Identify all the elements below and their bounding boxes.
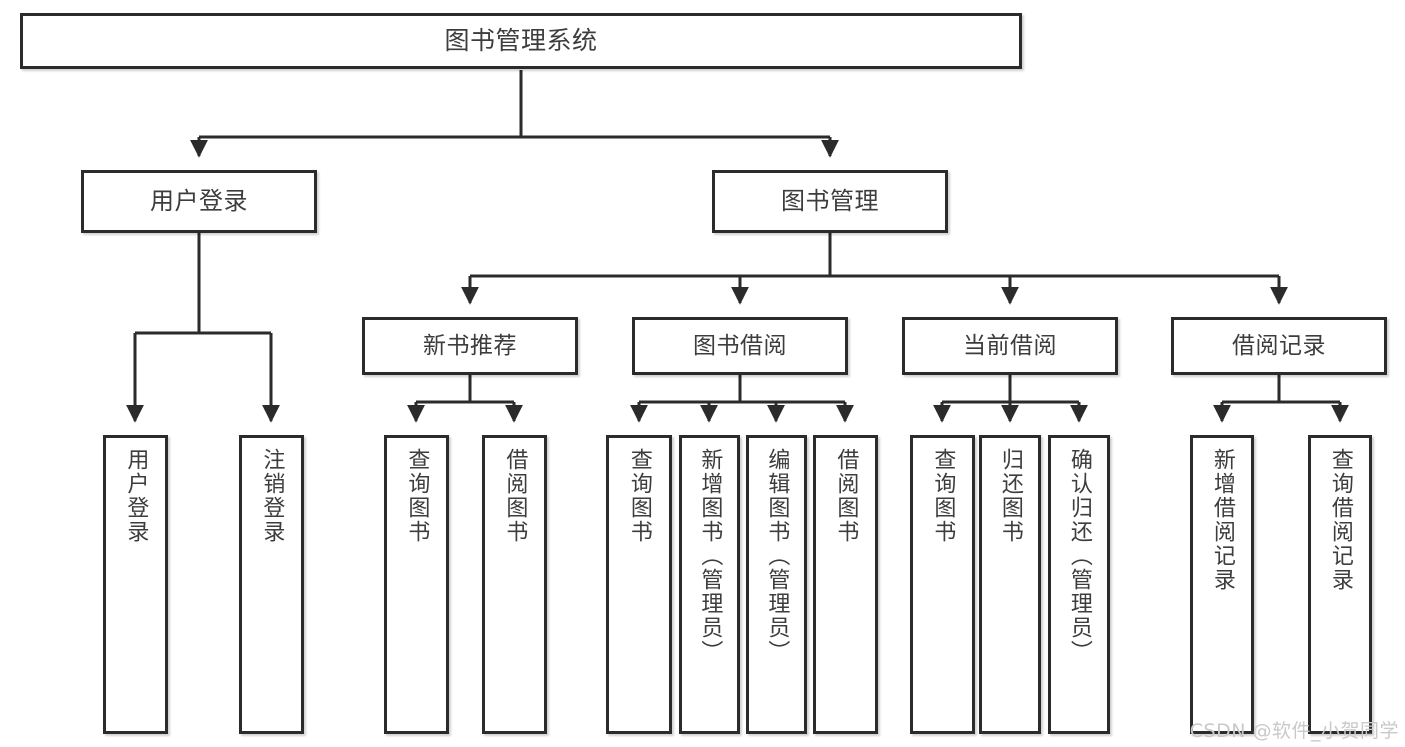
node-label: 借阅图书	[502, 448, 528, 544]
node-label: 图书借阅	[693, 332, 787, 359]
node-book-management[interactable]: 图书管理	[712, 170, 948, 233]
leaf-current-return-book[interactable]: 归还图书	[979, 435, 1041, 734]
node-label: 用户登录	[123, 448, 149, 544]
node-label: 借阅图书	[833, 448, 859, 544]
csdn-watermark: CSDN @软件_小贺同学	[1189, 720, 1399, 742]
node-label: 注销登录	[259, 448, 285, 544]
leaf-current-confirm-return-admin[interactable]: 确认归还（管理员）	[1048, 435, 1110, 734]
leaf-record-add-record[interactable]: 新增借阅记录	[1190, 435, 1254, 734]
leaf-recommend-borrow-book[interactable]: 借阅图书	[482, 435, 547, 734]
node-label: 查询图书	[404, 448, 430, 544]
node-book-borrow[interactable]: 图书借阅	[632, 317, 848, 375]
node-label: 图书管理系统	[444, 25, 598, 55]
node-root-system[interactable]: 图书管理系统	[20, 13, 1022, 69]
node-label: 查询图书	[626, 448, 652, 544]
node-label: 新增借阅记录	[1209, 448, 1235, 592]
node-user-login[interactable]: 用户登录	[81, 170, 317, 233]
leaf-user-login-logout[interactable]: 注销登录	[239, 435, 304, 734]
node-label: 新书推荐	[423, 332, 517, 359]
node-label: 当前借阅	[963, 332, 1057, 359]
node-label: 确认归还（管理员）	[1066, 448, 1092, 664]
leaf-borrow-borrow-book[interactable]: 借阅图书	[813, 435, 878, 734]
leaf-record-query-record[interactable]: 查询借阅记录	[1308, 435, 1372, 734]
node-borrow-record[interactable]: 借阅记录	[1171, 317, 1387, 375]
node-current-borrow[interactable]: 当前借阅	[902, 317, 1118, 375]
leaf-current-query-book[interactable]: 查询图书	[910, 435, 975, 734]
node-label: 编辑图书（管理员）	[764, 448, 790, 664]
node-label: 用户登录	[150, 186, 248, 215]
leaf-borrow-query-book[interactable]: 查询图书	[606, 435, 672, 734]
node-label: 归还图书	[997, 448, 1023, 544]
node-label: 查询借阅记录	[1327, 448, 1353, 592]
node-label: 借阅记录	[1232, 332, 1326, 359]
leaf-recommend-query-book[interactable]: 查询图书	[384, 435, 449, 734]
leaf-user-login-login[interactable]: 用户登录	[103, 435, 168, 734]
node-label: 新增图书（管理员）	[697, 448, 723, 664]
node-new-book-recommend[interactable]: 新书推荐	[362, 317, 578, 375]
leaf-borrow-add-book-admin[interactable]: 新增图书（管理员）	[679, 435, 740, 734]
node-label: 查询图书	[930, 448, 956, 544]
node-label: 图书管理	[781, 186, 879, 215]
leaf-borrow-edit-book-admin[interactable]: 编辑图书（管理员）	[746, 435, 807, 734]
